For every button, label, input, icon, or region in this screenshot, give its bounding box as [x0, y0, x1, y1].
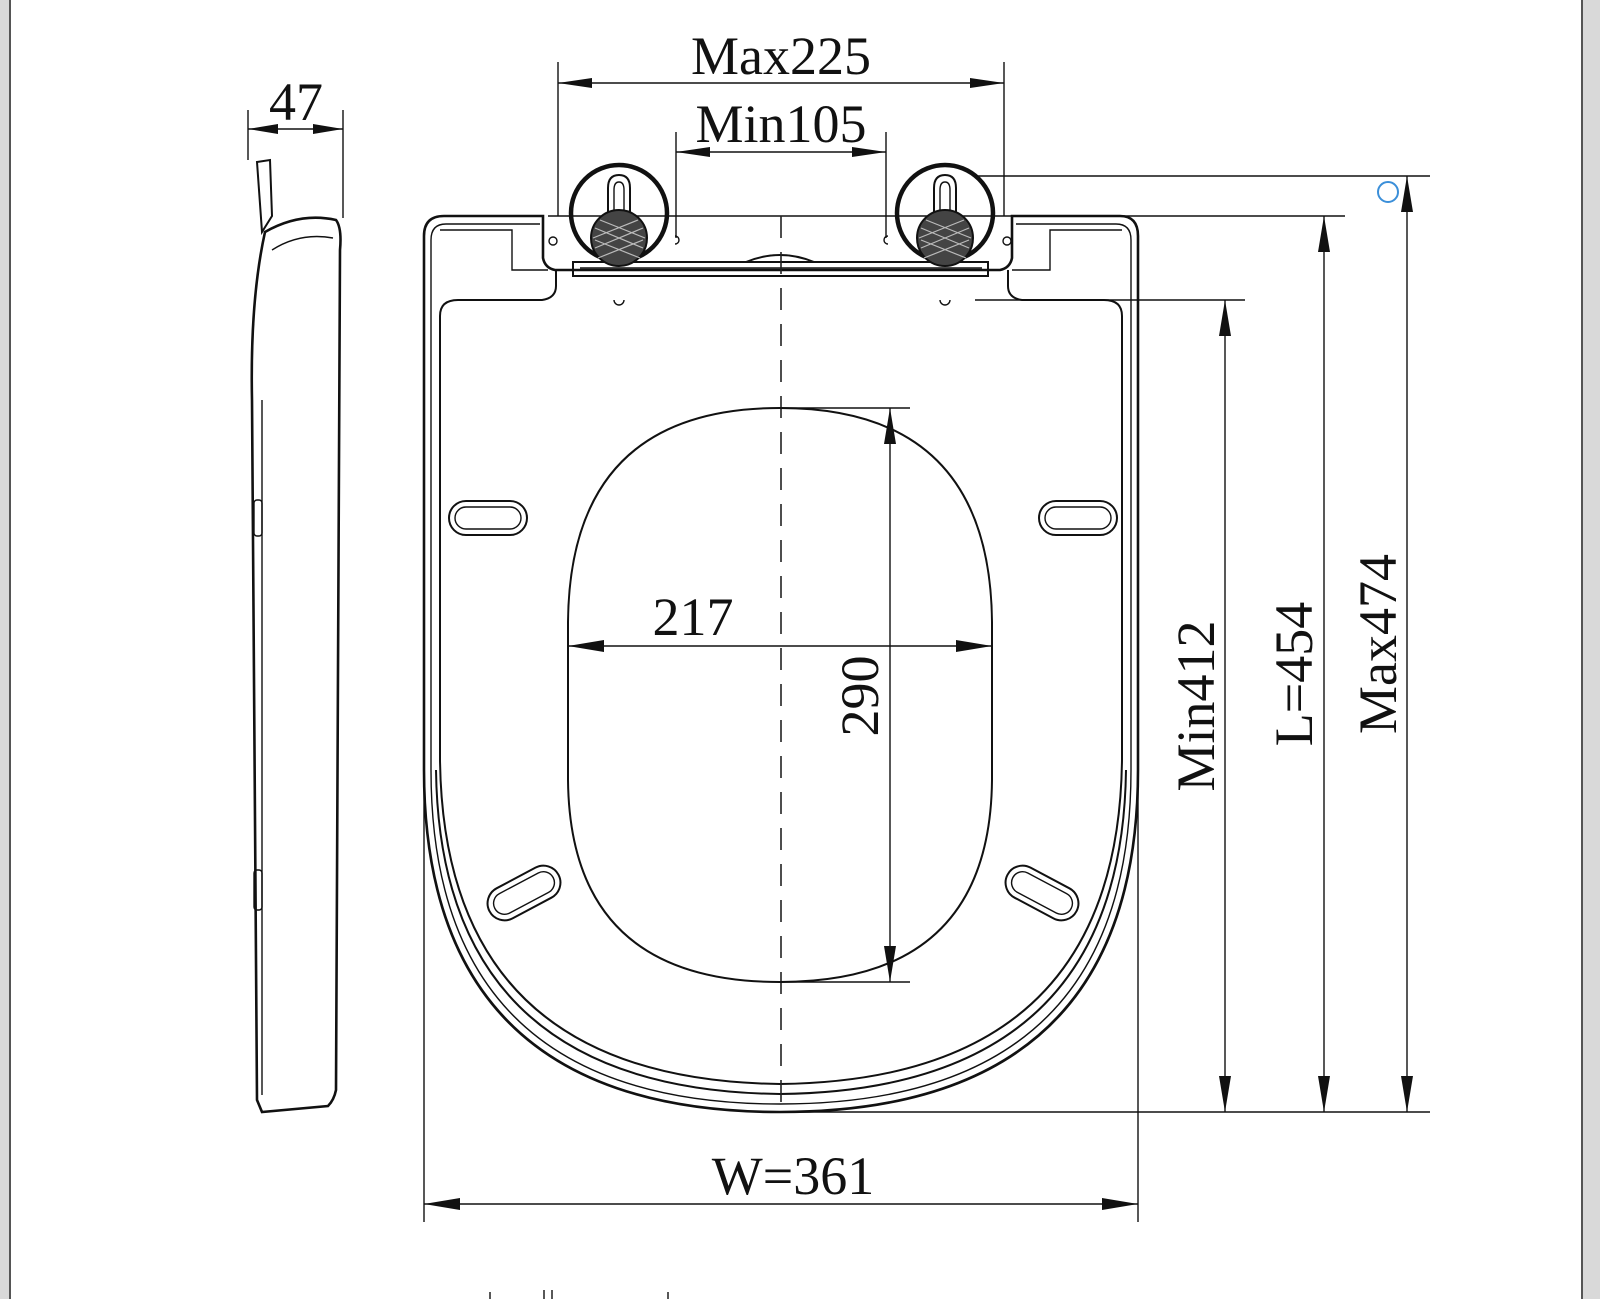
selection-marker	[1377, 181, 1399, 203]
dim-min-length	[780, 299, 1430, 1113]
clipped-bottom-marks	[489, 1290, 669, 1299]
dim-min-hinge-spacing-label: Min105	[695, 94, 866, 154]
dim-hole-width-label: 217	[653, 587, 734, 647]
dim-hole-length-label: 290	[830, 656, 890, 737]
left-hinge	[568, 162, 670, 306]
side-view	[247, 110, 344, 1114]
seat-buffers	[448, 500, 1118, 922]
dim-max-length	[975, 175, 1430, 1112]
dim-width-label: W=361	[712, 1146, 874, 1206]
dim-hole-width	[568, 640, 992, 652]
right-hinge	[894, 162, 996, 306]
right-frame-edge	[1582, 0, 1600, 1299]
left-frame-edge	[0, 0, 10, 1299]
dim-max-length-label: Max474	[1348, 554, 1408, 734]
dim-max-hinge-spacing	[557, 62, 1005, 216]
dim-min-hinge-spacing	[675, 132, 887, 238]
dim-thickness-label: 47	[269, 72, 323, 132]
dim-min-length-label: Min412	[1166, 620, 1226, 791]
dim-length	[1012, 215, 1345, 1112]
dim-width	[423, 770, 1139, 1222]
seat-opening	[567, 406, 993, 984]
dim-length-label: L=454	[1264, 602, 1324, 746]
dim-max-hinge-spacing-label: Max225	[691, 26, 871, 86]
dim-hole-length	[780, 407, 910, 983]
